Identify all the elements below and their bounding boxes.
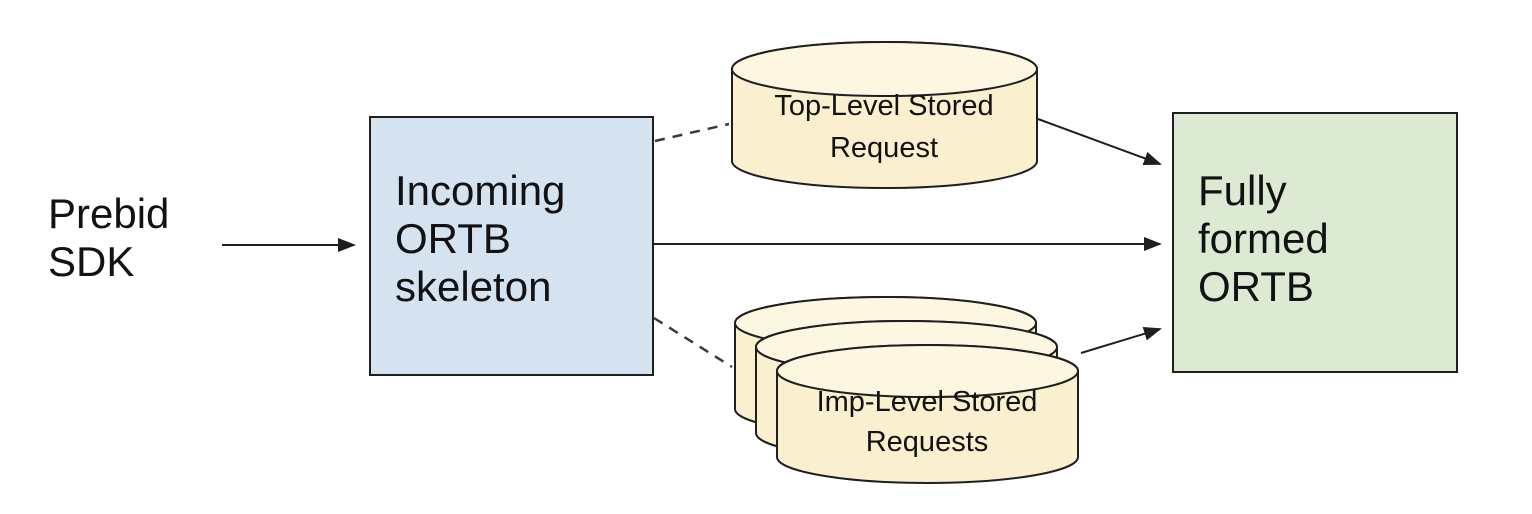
edge-incoming-to-top-stored-dashed xyxy=(654,122,730,143)
fully-formed-label-line3: ORTB xyxy=(1198,263,1314,310)
node-imp-level-stored-requests: Imp-Level Stored Requests xyxy=(734,296,1079,484)
imp-cylinder-front-lid xyxy=(776,344,1079,398)
incoming-ortb-label-line3: skeleton xyxy=(395,263,551,310)
edge-imp-stored-to-fully-formed xyxy=(1080,326,1162,354)
fully-formed-label-line2: formed xyxy=(1198,215,1329,262)
prebid-sdk-label-line2: SDK xyxy=(48,238,134,285)
node-prebid-sdk: Prebid SDK xyxy=(48,190,169,285)
fully-formed-label-line1: Fully xyxy=(1198,167,1287,214)
edge-top-stored-to-fully-formed xyxy=(1037,118,1162,166)
imp-stored-label-line1: Imp-Level Stored xyxy=(817,386,1038,418)
imp-stored-label-line2: Requests xyxy=(866,426,989,458)
top-stored-label-line1: Top-Level Stored xyxy=(774,90,993,122)
incoming-ortb-label-line2: ORTB xyxy=(395,215,511,262)
top-cylinder-lid xyxy=(731,41,1038,97)
top-stored-label-line2: Request xyxy=(830,132,938,164)
edge-incoming-to-imp-stored-dashed xyxy=(653,316,733,369)
node-fully-formed-ortb: Fully formed ORTB xyxy=(1172,112,1458,373)
incoming-ortb-label-line1: Incoming xyxy=(395,167,565,214)
node-incoming-ortb-skeleton: Incoming ORTB skeleton xyxy=(369,116,654,376)
incoming-ortb-box xyxy=(369,116,654,376)
fully-formed-ortb-box xyxy=(1172,112,1458,373)
prebid-sdk-label-line1: Prebid xyxy=(48,190,169,237)
node-top-level-stored-request: Top-Level Stored Request xyxy=(731,41,1038,189)
